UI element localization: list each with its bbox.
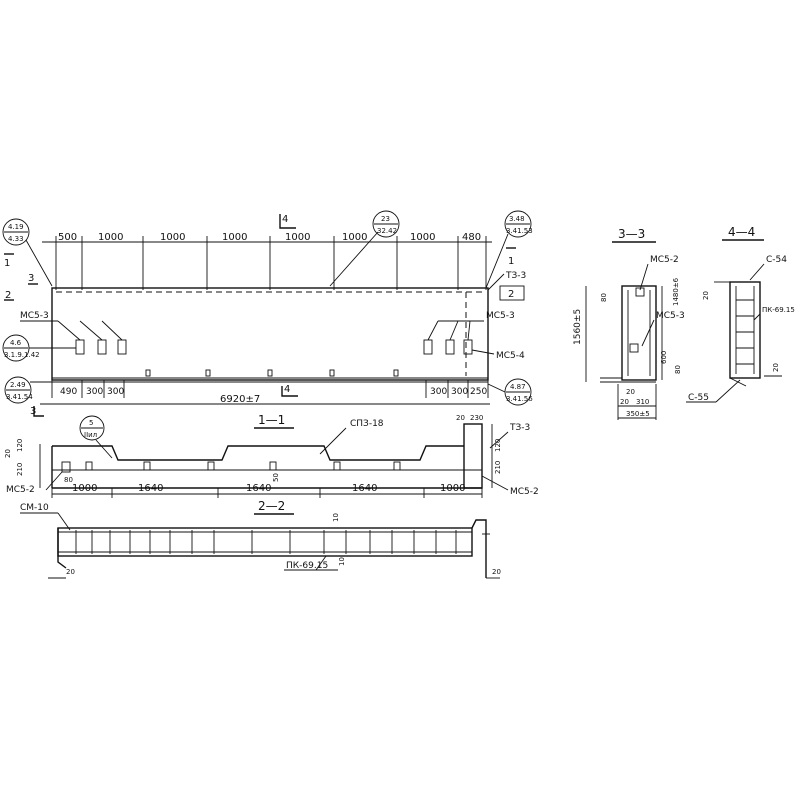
s11-right-top-1: 20 bbox=[456, 414, 465, 422]
section-2-2-title: 2—2 bbox=[258, 499, 285, 513]
s11-dim-1: 1000 bbox=[72, 483, 97, 494]
mcs2-right-label: МС5-2 bbox=[510, 487, 539, 497]
section4-mark-bottom: 4 bbox=[284, 384, 290, 395]
t3-label-s11: ТЗ-3 bbox=[509, 423, 530, 433]
section-4-4: 4—4 С-54 20 ПК-69.15 20 С-55 bbox=[686, 225, 795, 403]
svg-text:3.41.56: 3.41.56 bbox=[506, 395, 533, 403]
callout-right: 3.48 3.41.53 bbox=[485, 210, 533, 289]
s11-right-v2: 120 bbox=[494, 439, 502, 452]
mcs3-right-label: МС5-3 bbox=[486, 311, 515, 321]
top-dim-5: 1000 bbox=[285, 232, 310, 243]
callout-mid: 23 32.42 bbox=[372, 210, 400, 238]
s22-d20r: 20 bbox=[492, 568, 501, 576]
s33-b20: 20 bbox=[626, 388, 635, 396]
top-dim-2: 1000 bbox=[98, 232, 123, 243]
callout-left: 4.19 4.33 bbox=[2, 218, 53, 287]
s11-d50: 50 bbox=[272, 473, 280, 482]
top-dim-1: 500 bbox=[58, 232, 77, 243]
cm10-label: СМ-10 bbox=[20, 503, 49, 513]
top-dim-7: 1000 bbox=[410, 232, 435, 243]
svg-text:4.6: 4.6 bbox=[10, 339, 22, 347]
svg-text:IIил: IIил bbox=[84, 431, 97, 439]
s33-b350: 350±5 bbox=[626, 410, 650, 418]
svg-text:3.41.54: 3.41.54 bbox=[6, 393, 33, 401]
section3-mark-left-bottom: 3 bbox=[30, 406, 36, 417]
s33-height: 1560±5 bbox=[573, 309, 583, 345]
total-length: 6920±7 bbox=[220, 394, 260, 405]
s44-v20b: 20 bbox=[772, 363, 780, 372]
top-dim-8: 480 bbox=[462, 232, 481, 243]
s11-dim-4: 1640 bbox=[352, 483, 377, 494]
section3-mark-left-top: 3 bbox=[28, 273, 34, 284]
s11-left-v2: 210 bbox=[16, 463, 24, 476]
s33-b310: 310 bbox=[636, 398, 649, 406]
section-3-3-title: 3—3 bbox=[618, 227, 645, 241]
svg-text:3.48: 3.48 bbox=[509, 215, 525, 223]
s11-dim-3: 1640 bbox=[246, 483, 271, 494]
s11-dim-2: 1640 bbox=[138, 483, 163, 494]
svg-text:32.42: 32.42 bbox=[377, 227, 397, 235]
bot-dim-left-1: 490 bbox=[60, 387, 77, 397]
svg-text:5: 5 bbox=[89, 419, 93, 427]
svg-text:4.33: 4.33 bbox=[8, 235, 24, 243]
stirrups-2-2 bbox=[75, 530, 457, 554]
bot-dim-right-1: 300 bbox=[430, 387, 447, 397]
t3-label-plan: ТЗ-3 bbox=[505, 271, 526, 281]
mcs4-label: МС5-4 bbox=[496, 351, 525, 361]
section-1-1-title: 1—1 bbox=[258, 413, 285, 427]
c55-label: С-55 bbox=[688, 393, 709, 403]
section1-mark-right: 1 bbox=[508, 256, 514, 267]
s11-right-v1: 210 bbox=[494, 461, 502, 474]
svg-text:4.19: 4.19 bbox=[8, 223, 24, 231]
section-3-3: 3—3 МС5-2 МС5-3 1560±5 80 1480±6 600 80 … bbox=[573, 227, 685, 420]
section2-mark-left: 2 bbox=[5, 290, 11, 301]
section-4-4-title: 4—4 bbox=[728, 225, 755, 239]
top-dim-3: 1000 bbox=[160, 232, 185, 243]
spz18-label: СПЗ-18 bbox=[350, 419, 384, 429]
s33-v600: 600 bbox=[660, 351, 668, 364]
section2-mark-right: 2 bbox=[508, 289, 514, 300]
s11-d80: 80 bbox=[64, 476, 73, 484]
s11-dim-5: 1000 bbox=[440, 483, 465, 494]
s33-v80a: 80 bbox=[600, 293, 608, 302]
s44-v20: 20 bbox=[702, 291, 710, 300]
s22-d10b: 10 bbox=[338, 557, 346, 566]
section-2-2: 2—2 СМ-10 bbox=[20, 499, 501, 579]
c54-label: С-54 bbox=[766, 255, 787, 265]
section4-mark-top: 4 bbox=[282, 214, 288, 225]
pk-label-4-4: ПК-69.15 bbox=[762, 306, 795, 314]
section-1-1: 1—1 5 IIил СПЗ-18 ТЗ-3 20 210 120 bbox=[4, 413, 539, 498]
callout-right-bottom: 4.87 3.41.56 bbox=[487, 378, 533, 406]
callout-left-middle: 4.6 3.1.9.1.42 bbox=[2, 334, 76, 362]
svg-text:23: 23 bbox=[381, 215, 390, 223]
svg-text:4.87: 4.87 bbox=[510, 383, 526, 391]
s11-left-v1: 20 bbox=[4, 449, 12, 458]
s11-right-top-2: 230 bbox=[470, 414, 483, 422]
callout-5: 5 IIил bbox=[79, 415, 113, 459]
plan-view: 500 1000 1000 1000 1000 1000 1000 480 4 … bbox=[2, 210, 533, 417]
svg-text:3.1.9.1.42: 3.1.9.1.42 bbox=[4, 351, 40, 359]
mcs3-left-label: МС5-3 bbox=[20, 311, 49, 321]
svg-text:3.41.53: 3.41.53 bbox=[506, 227, 533, 235]
section1-mark-left: 1 bbox=[4, 258, 10, 269]
top-dim-4: 1000 bbox=[222, 232, 247, 243]
s22-d20l: 20 bbox=[66, 568, 75, 576]
mcs2-3-3-label: МС5-2 bbox=[650, 255, 679, 265]
pk-label-2-2: ПК-69.15 bbox=[286, 561, 328, 571]
s33-v80b: 80 bbox=[674, 365, 682, 374]
bot-dim-right-2: 300 bbox=[451, 387, 468, 397]
s33-b20b: 20 bbox=[620, 398, 629, 406]
top-dim-6: 1000 bbox=[342, 232, 367, 243]
mcs3-3-3-label: МС5-3 bbox=[656, 311, 685, 321]
bot-dim-left-3: 300 bbox=[107, 387, 124, 397]
bot-dim-right-3: 250 bbox=[470, 387, 487, 397]
callout-left-bottom: 2.49 3.41.54 bbox=[4, 376, 33, 404]
s11-left-v3: 120 bbox=[16, 439, 24, 452]
bot-dim-left-2: 300 bbox=[86, 387, 103, 397]
svg-text:2.49: 2.49 bbox=[10, 381, 26, 389]
s33-v1480: 1480±6 bbox=[672, 277, 680, 306]
mcs2-left-label: МС5-2 bbox=[6, 485, 35, 495]
s22-d10a: 10 bbox=[332, 513, 340, 522]
